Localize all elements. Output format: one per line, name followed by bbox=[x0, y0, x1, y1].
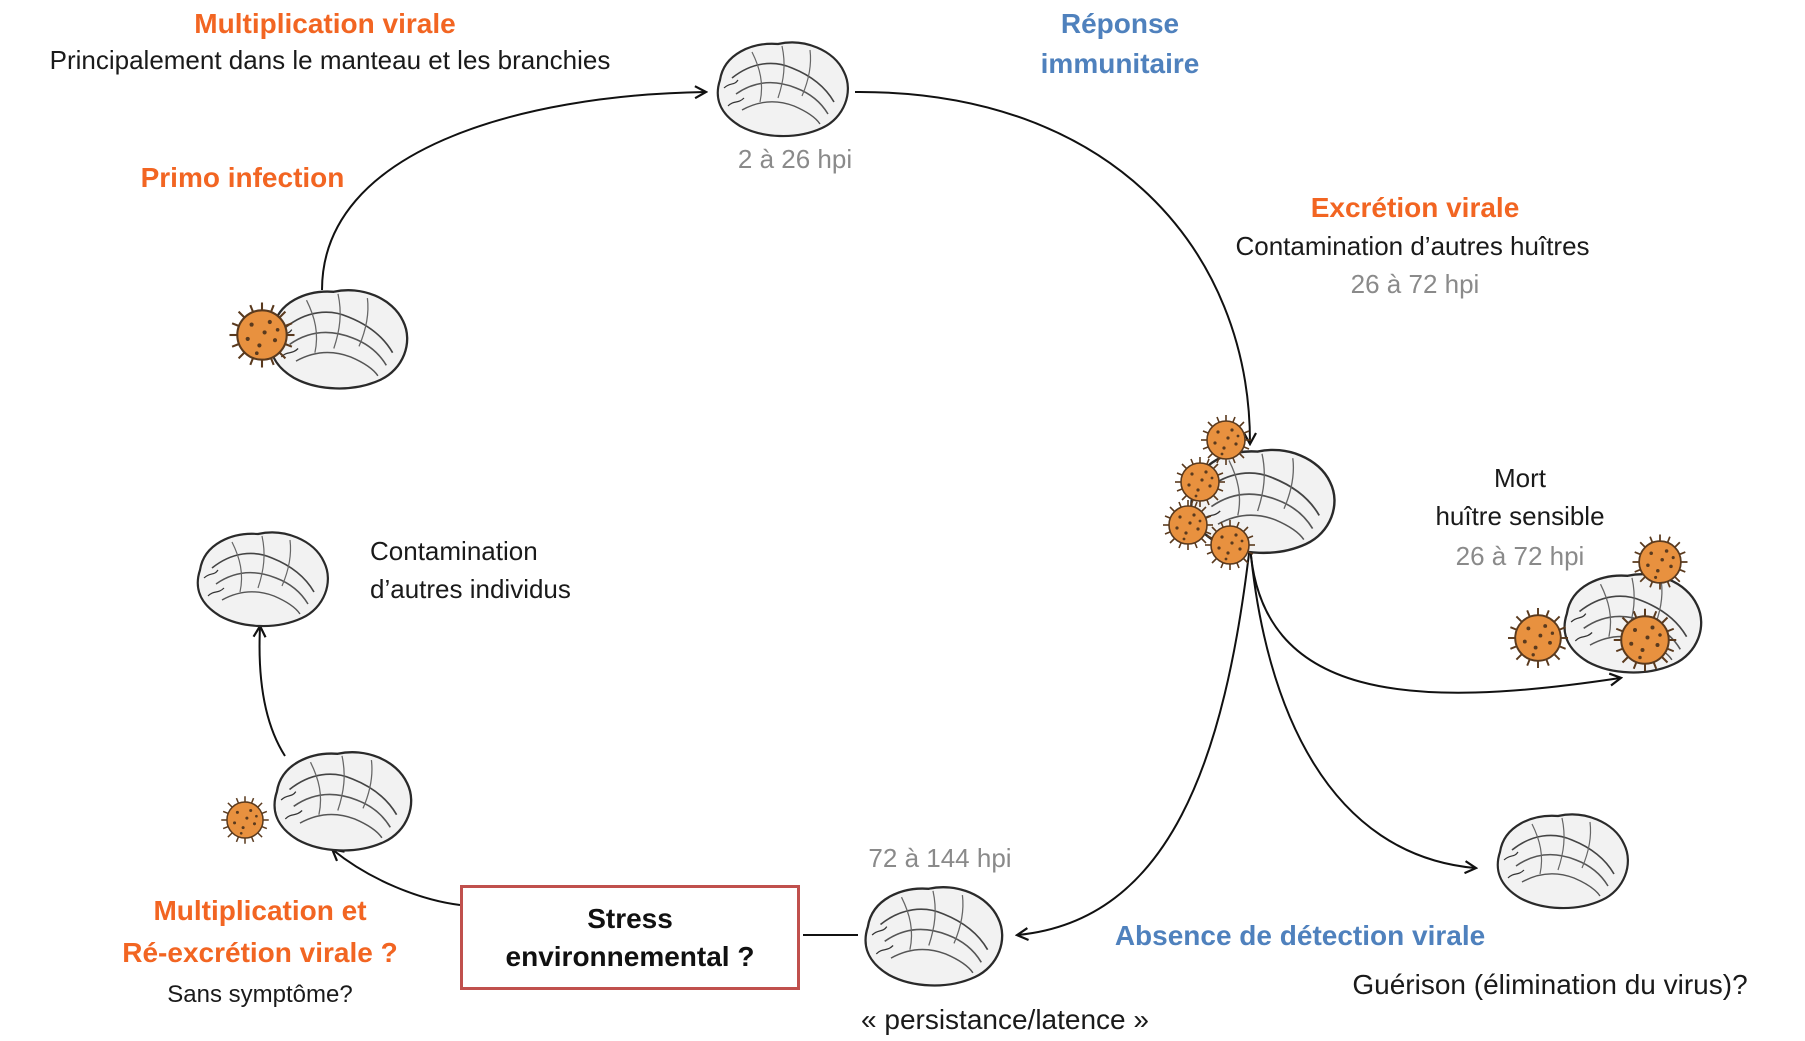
virus-icon bbox=[1162, 499, 1214, 551]
label-reponse-immunitaire-1: Réponse bbox=[1060, 8, 1180, 39]
oyster-contamination bbox=[196, 531, 329, 628]
label-contamination-2: d’autres individus bbox=[370, 574, 571, 604]
stress-environnemental-box: Stress environnemental ? bbox=[460, 885, 800, 990]
label-sans-symptome: Sans symptôme? bbox=[167, 981, 353, 1008]
label-multiplication-virale: Multiplication virale bbox=[194, 8, 456, 39]
arrow-excretion-to-guerison bbox=[1249, 544, 1475, 868]
arrow-primo-to-multiplication bbox=[321, 92, 705, 291]
arrow-excretion-to-mort bbox=[1249, 544, 1620, 694]
virus-icon bbox=[1631, 533, 1689, 591]
oyster-icon bbox=[1496, 813, 1629, 910]
label-time-26-72-b: 26 à 72 hpi bbox=[1455, 541, 1585, 571]
virus-icon bbox=[228, 301, 296, 369]
label-reexcretion: Ré-excrétion virale ? bbox=[122, 937, 398, 968]
label-multiplication-detail: Principalement dans le manteau et les br… bbox=[49, 45, 611, 75]
label-time-2-26: 2 à 26 hpi bbox=[737, 144, 853, 174]
oyster-reexcretion bbox=[220, 751, 413, 852]
arrow-excretion-to-persistance bbox=[1018, 544, 1251, 935]
label-time-26-72-a: 26 à 72 hpi bbox=[1350, 269, 1480, 299]
label-huitre-sensible: huître sensible bbox=[1435, 501, 1605, 531]
oyster-guerison bbox=[1496, 813, 1629, 910]
virus-icon bbox=[220, 795, 270, 845]
arrow-reexcretion-to-contamination bbox=[260, 627, 286, 757]
oyster-persistance bbox=[864, 886, 1004, 987]
oyster-icon bbox=[269, 289, 409, 390]
virus-icon bbox=[1612, 607, 1678, 673]
oyster-icon bbox=[716, 41, 849, 138]
label-absence-detection: Absence de détection virale bbox=[1114, 920, 1486, 951]
label-mort: Mort bbox=[1494, 463, 1546, 493]
label-multiplication-et: Multiplication et bbox=[153, 895, 367, 926]
oyster-icon bbox=[196, 531, 329, 628]
label-guerison: Guérison (élimination du virus)? bbox=[1352, 969, 1748, 1000]
virus-icon bbox=[1204, 519, 1256, 571]
arrow-stress-to-reexcretion bbox=[333, 850, 461, 906]
label-time-72-144: 72 à 144 hpi bbox=[868, 843, 1012, 873]
stress-line-2: environnemental ? bbox=[505, 940, 755, 972]
oyster-icon bbox=[273, 751, 413, 852]
label-excretion-detail: Contamination d’autres huîtres bbox=[1235, 231, 1590, 261]
label-reponse-immunitaire-2: immunitaire bbox=[1040, 48, 1200, 79]
arrow-multiplication-to-excretion bbox=[854, 90, 1250, 443]
stress-line-1: Stress bbox=[587, 902, 673, 934]
virus-icon bbox=[1174, 456, 1226, 508]
label-excretion-virale: Excrétion virale bbox=[1310, 192, 1520, 223]
connector-arrows bbox=[260, 92, 1620, 935]
virus-icon bbox=[1200, 414, 1252, 466]
oyster-multiplication bbox=[716, 41, 849, 138]
label-persistance: « persistance/latence » bbox=[861, 1004, 1149, 1035]
oyster-excretion-cluster bbox=[1162, 414, 1336, 571]
virus-icon bbox=[1507, 607, 1569, 669]
oyster-icon bbox=[864, 886, 1004, 987]
oyster-primo-infection bbox=[228, 289, 409, 390]
label-primo-infection: Primo infection bbox=[140, 162, 345, 193]
label-contamination-1: Contamination bbox=[370, 536, 538, 566]
